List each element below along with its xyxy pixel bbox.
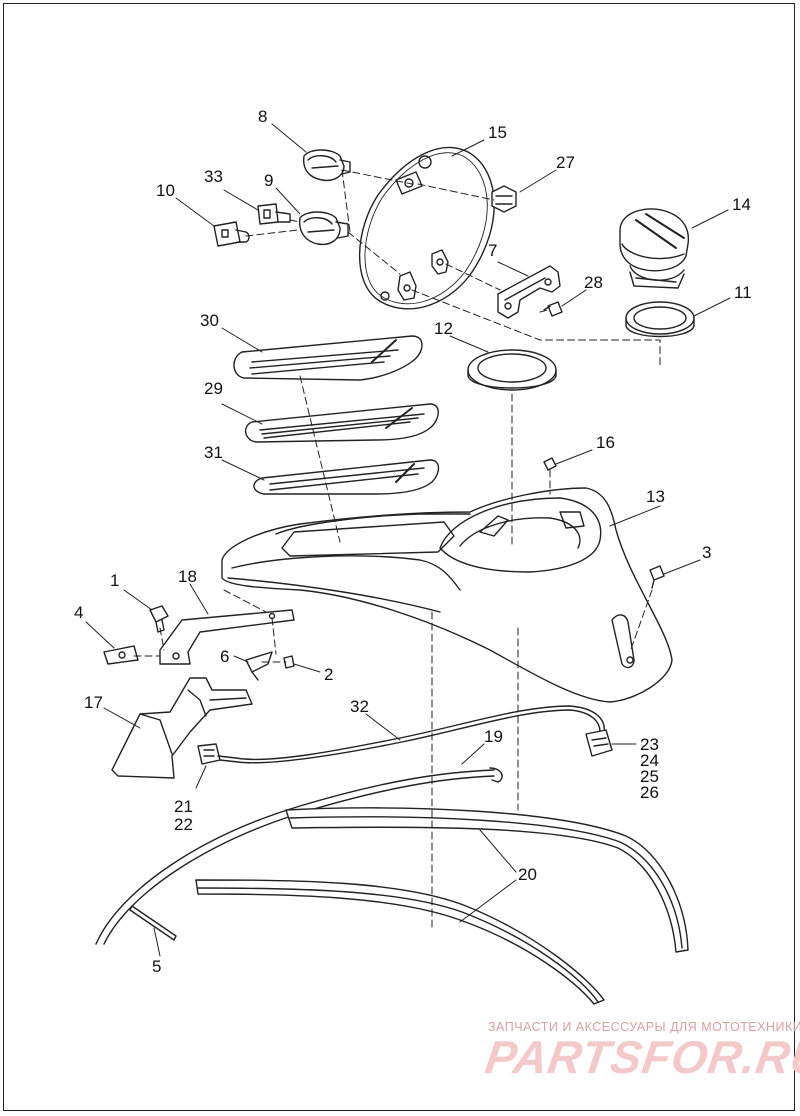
part-12-ring [467, 349, 557, 391]
part-23-connector [585, 729, 613, 757]
part-30-trim-strip [233, 335, 423, 381]
watermark-logo: PARTSFOR.RU [482, 1031, 800, 1083]
leader-lines [85, 123, 731, 957]
part-32-wire-harness [217, 705, 605, 764]
callout-16: 16 [596, 433, 615, 452]
part-33-clip [257, 203, 291, 225]
part-15-backing-plate [358, 146, 495, 310]
callout-12: 12 [434, 319, 453, 338]
callout-29: 29 [204, 379, 223, 398]
callout-13: 13 [646, 487, 665, 506]
callout-7: 7 [488, 241, 497, 260]
callout-25: 25 [640, 767, 659, 786]
part-14-fuel-cap [619, 208, 690, 289]
callout-3: 3 [702, 543, 711, 562]
part-21-connector [197, 743, 221, 765]
diagram-border [3, 3, 795, 1111]
callout-9: 9 [264, 171, 273, 190]
callout-33: 33 [204, 167, 223, 186]
part-10-grommet [213, 221, 250, 247]
part-28-screw [543, 301, 563, 317]
callout-6: 6 [220, 647, 229, 666]
part-7-bracket [497, 265, 561, 319]
part-3-screw [649, 565, 665, 589]
callout-22: 22 [174, 815, 193, 834]
callout-15: 15 [488, 123, 507, 142]
part-19-hose [95, 767, 503, 945]
part-16-bumper [543, 457, 557, 471]
part-1-bolt [149, 605, 169, 633]
part-11-gasket [625, 301, 695, 338]
callout-8: 8 [258, 107, 267, 126]
part-13-console [221, 487, 673, 703]
callout-21: 21 [174, 797, 193, 816]
part-17-housing [111, 677, 253, 779]
callout-5: 5 [152, 957, 161, 976]
part-2-screw [283, 655, 295, 669]
callout-18: 18 [178, 567, 197, 586]
callout-28: 28 [584, 273, 603, 292]
callout-4: 4 [74, 603, 83, 622]
callout-26: 26 [640, 783, 659, 802]
callout-labels: 8 15 27 33 9 10 14 7 28 11 30 12 29 16 3… [74, 107, 752, 976]
alignment-lines [133, 169, 661, 931]
callout-1: 1 [110, 571, 119, 590]
callout-23: 23 [640, 735, 659, 754]
callout-31: 31 [204, 443, 223, 462]
callout-10: 10 [156, 181, 175, 200]
part-18-bracket [159, 609, 295, 665]
watermark-tagline: ЗАПЧАСТИ И АКСЕССУАРЫ ДЛЯ МОТОТЕХНИКИ [488, 1020, 800, 1034]
callout-24: 24 [640, 751, 659, 770]
part-8-indicator-lamp [303, 149, 351, 182]
callout-32: 32 [350, 697, 369, 716]
part-20-edge-trim [195, 807, 689, 1005]
part-5-cable-tie [129, 905, 177, 941]
part-27-nut [491, 185, 517, 213]
callout-19: 19 [484, 727, 503, 746]
part-9-indicator-lamp [299, 211, 349, 246]
part-31-trim-strip [253, 459, 440, 495]
part-29-trim-strip [245, 403, 439, 443]
callout-2: 2 [324, 665, 333, 684]
callout-30: 30 [200, 311, 219, 330]
callout-17: 17 [84, 693, 103, 712]
callout-11: 11 [734, 283, 752, 302]
callout-14: 14 [732, 195, 751, 214]
part-6-clip [245, 651, 273, 681]
part-4-clip-nut [103, 645, 139, 665]
callout-20: 20 [518, 865, 537, 884]
callout-27: 27 [556, 153, 575, 172]
